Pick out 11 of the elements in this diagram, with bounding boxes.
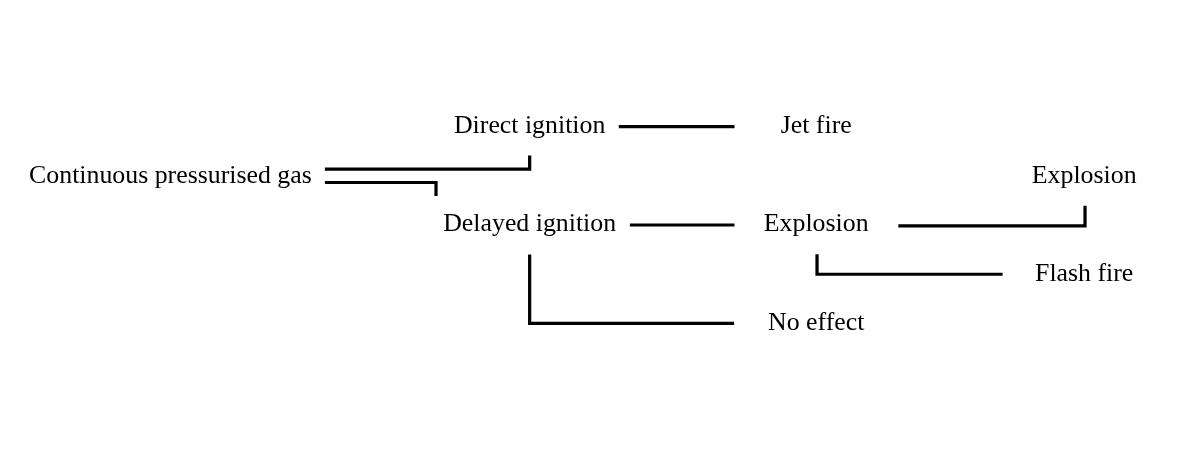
connector xyxy=(528,254,735,326)
connector xyxy=(629,223,735,227)
node-text: Flash fire xyxy=(1035,258,1134,288)
node-text: Continuous pressurised gas xyxy=(29,159,312,189)
node-text: Jet fire xyxy=(780,109,852,139)
connector xyxy=(618,124,735,129)
node-text: Explosion xyxy=(763,208,869,238)
node-text: Delayed ignition xyxy=(443,208,617,238)
node-text: Explosion xyxy=(1031,159,1137,189)
node-text: No effect xyxy=(768,306,865,336)
node-text: Direct ignition xyxy=(453,109,606,139)
